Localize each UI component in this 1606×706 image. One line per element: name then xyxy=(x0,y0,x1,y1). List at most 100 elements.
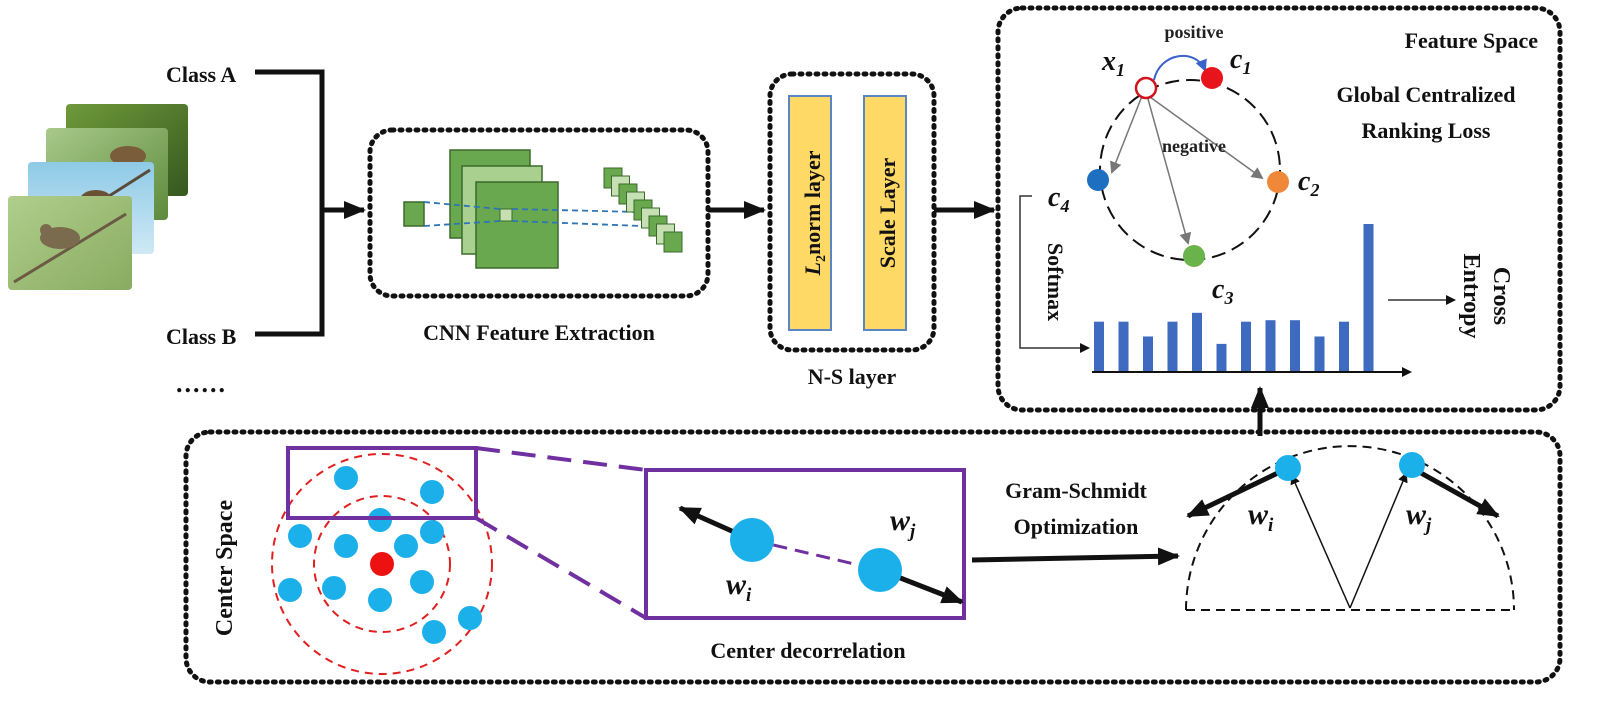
c1-label: c1 xyxy=(1230,44,1251,78)
center-point xyxy=(394,534,418,558)
softmax-bar xyxy=(1314,336,1325,372)
cnn-caption: CNN Feature Extraction xyxy=(423,320,655,345)
c2-label: c2 xyxy=(1298,166,1319,200)
wi-orth-label: wi xyxy=(1248,498,1274,536)
softmax-bar xyxy=(1167,321,1178,372)
wi-label: wi xyxy=(726,568,752,606)
zoom-line-bottom xyxy=(474,516,648,620)
softmax-bar xyxy=(1192,312,1202,372)
orthogonal-vector-wj xyxy=(1349,472,1408,609)
bird-photo-4 xyxy=(8,196,132,290)
global-center-point xyxy=(370,552,394,576)
softmax-bar xyxy=(1094,321,1104,372)
wi-orth-point xyxy=(1275,455,1301,481)
orthogonal-vector-wi xyxy=(1290,474,1351,609)
cnn-box xyxy=(367,127,711,299)
cnn-projection-line xyxy=(511,220,643,227)
softmax-bar xyxy=(1241,321,1251,372)
softmax-bar xyxy=(1143,336,1153,372)
x1-label: x1 xyxy=(1101,46,1125,80)
cnn-illustration xyxy=(403,149,683,269)
softmax-connector xyxy=(1019,195,1090,353)
center-point xyxy=(410,570,434,594)
center-point xyxy=(322,576,346,600)
feature-space-box xyxy=(995,5,1563,413)
c3-label: c3 xyxy=(1212,274,1233,308)
class-b-label: Class B xyxy=(166,324,237,349)
positive-arrow xyxy=(1153,54,1207,81)
softmax-bar xyxy=(1363,224,1374,372)
input-image-stack xyxy=(8,104,188,290)
center-point xyxy=(278,578,302,602)
cnn-projection-line xyxy=(423,201,501,210)
cnn-feature-map xyxy=(663,231,683,253)
center-space-title: Center Space xyxy=(212,500,238,637)
negative-arrow-c3 xyxy=(1147,98,1192,245)
softmax-bar-chart xyxy=(1094,224,1374,372)
scale-layer xyxy=(863,95,907,331)
softmax-bar xyxy=(1216,343,1227,372)
center-point xyxy=(420,480,444,504)
softmax-bar xyxy=(1339,321,1349,372)
cnn-feature-stack xyxy=(603,167,683,253)
center-point xyxy=(334,466,358,490)
negative-arrow-c2 xyxy=(1149,96,1264,180)
orthogonal-semicircle xyxy=(1185,445,1515,611)
wj-orth-label: wj xyxy=(1406,498,1432,536)
wi-orth-arrow xyxy=(1186,467,1286,519)
center-c2-point xyxy=(1267,171,1289,193)
cnn-input-patch xyxy=(403,201,425,227)
class-a-label: Class A xyxy=(166,62,236,87)
center-c3-point xyxy=(1183,245,1205,267)
softmax-label: Softmax xyxy=(1043,243,1068,321)
center-space-box xyxy=(183,429,1563,685)
wi-center-point xyxy=(730,518,774,562)
center-point xyxy=(334,534,358,558)
c4-label: c4 xyxy=(1048,182,1069,216)
outer-ring xyxy=(271,453,493,675)
gram-schmidt-line2: Optimization xyxy=(1014,514,1139,539)
cnn-kernel xyxy=(499,208,513,222)
wj-orth-point xyxy=(1399,452,1425,478)
center-point xyxy=(368,588,392,612)
gram-schmidt-line1: Gram-Schmidt xyxy=(1005,478,1147,503)
sample-x1-point xyxy=(1134,76,1158,100)
cnn-projection-line xyxy=(511,208,641,213)
scale-layer-label: Scale Layer xyxy=(875,157,900,268)
negative-arrow-c4 xyxy=(1110,95,1143,174)
positive-label: positive xyxy=(1164,22,1223,42)
cross-entropy-line2: Entropy xyxy=(1458,254,1484,339)
l2-norm-layer xyxy=(788,95,832,331)
wj-orth-arrow xyxy=(1410,465,1500,519)
decorrelation-caption: Center decorrelation xyxy=(710,638,905,663)
arrow-to-orthogonal xyxy=(971,547,1180,566)
cnn-projection-line xyxy=(423,220,501,227)
center-point xyxy=(420,520,444,544)
loss-title-line2: Ranking Loss xyxy=(1361,118,1490,143)
softmax-bar xyxy=(1118,321,1129,372)
l2-norm-layer-label: L2norm layer xyxy=(800,150,829,276)
feature-space-title: Feature Space xyxy=(1405,28,1539,53)
negative-label: negative xyxy=(1162,136,1226,156)
ns-layer-caption: N-S layer xyxy=(808,364,897,389)
decorrelation-box xyxy=(644,468,966,620)
cross-entropy-line1: Cross xyxy=(1488,267,1514,325)
wj-label: wj xyxy=(890,504,916,542)
loss-title-line1: Global Centralized xyxy=(1336,82,1515,107)
feature-hypersphere xyxy=(1099,79,1281,261)
inner-ring xyxy=(313,495,451,633)
center-point xyxy=(422,620,446,644)
cnn-layer-3 xyxy=(475,181,559,269)
softmax-bar xyxy=(1290,320,1300,372)
more-classes-ellipsis: ...... xyxy=(176,369,227,398)
class-bracket xyxy=(255,69,325,337)
softmax-bar xyxy=(1265,320,1276,372)
center-point xyxy=(458,606,482,630)
center-c4-point xyxy=(1087,169,1109,191)
zoom-selection-box xyxy=(286,446,478,520)
zoom-line-top xyxy=(475,446,647,472)
center-point xyxy=(288,524,312,548)
center-c1-point xyxy=(1201,67,1223,89)
wj-center-point xyxy=(858,548,902,592)
